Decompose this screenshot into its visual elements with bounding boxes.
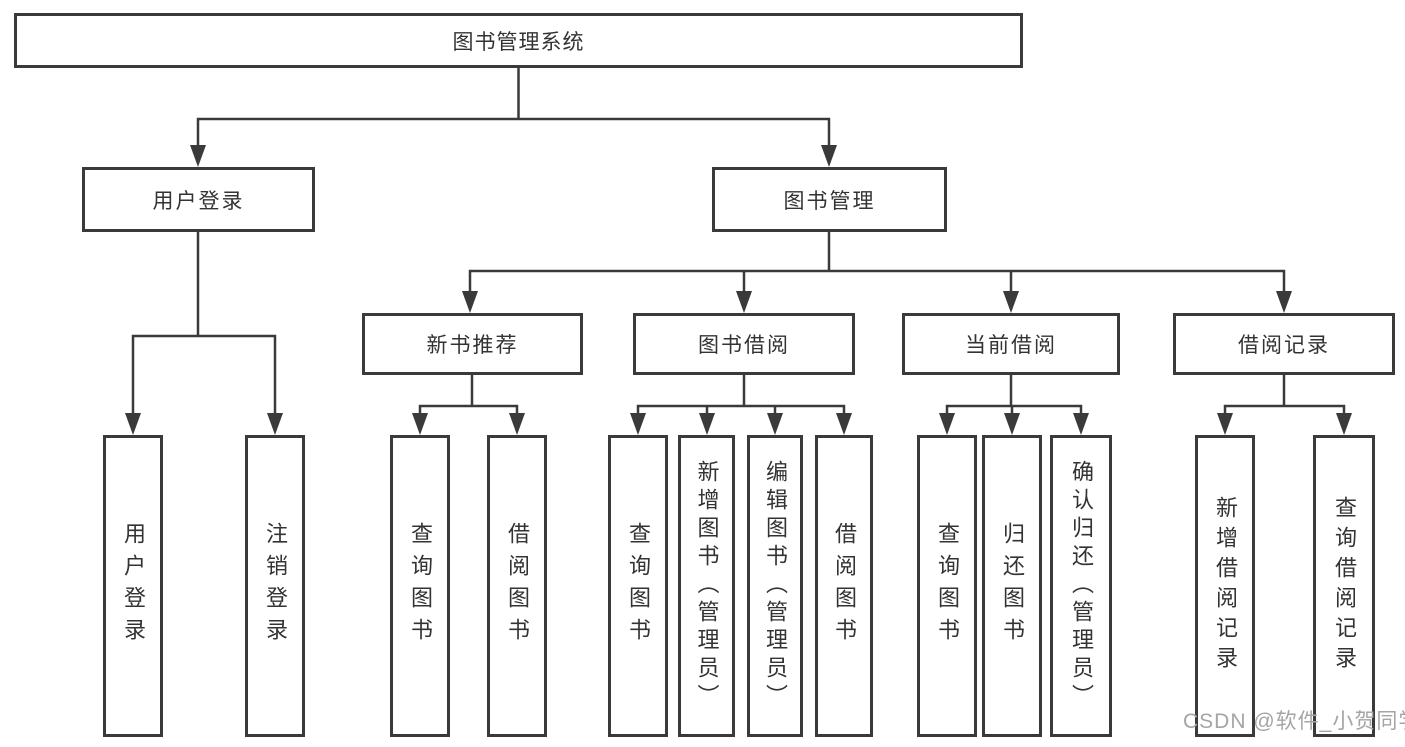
arrow-down-icon: [1336, 413, 1352, 435]
node-book-borrowing: 图书借阅: [633, 313, 855, 375]
leaf-user-login: 用户登录: [103, 435, 163, 737]
arrow-down-icon: [190, 145, 206, 167]
node-new-book-recommendation: 新书推荐: [362, 313, 583, 375]
leaf-return-books: 归还图书: [982, 435, 1042, 737]
leaf-borrow-books: 借阅图书: [815, 435, 873, 737]
arrow-down-icon: [1003, 291, 1019, 313]
arrow-down-icon: [939, 413, 955, 435]
arrow-down-icon: [1004, 413, 1020, 435]
leaf-query-books: 查询图书: [917, 435, 977, 737]
arrow-down-icon: [736, 291, 752, 313]
leaf-borrow-books: 借阅图书: [487, 435, 547, 737]
leaf-query-borrow-record: 查询借阅记录: [1313, 435, 1375, 737]
leaf-query-books: 查询图书: [390, 435, 450, 737]
leaf-add-book-admin: 新增图书（管理员）: [678, 435, 735, 737]
arrow-down-icon: [412, 413, 428, 435]
watermark: CSDN @软件_小贺同学: [1183, 710, 1405, 733]
leaf-confirm-return-admin: 确认归还（管理员）: [1050, 435, 1112, 737]
node-library-system: 图书管理系统: [14, 13, 1023, 68]
node-user-login: 用户登录: [82, 167, 315, 232]
arrow-down-icon: [462, 291, 478, 313]
arrow-down-icon: [1217, 413, 1233, 435]
node-book-management: 图书管理: [712, 167, 947, 232]
arrow-down-icon: [630, 413, 646, 435]
arrow-down-icon: [1276, 291, 1292, 313]
leaf-add-borrow-record: 新增借阅记录: [1195, 435, 1255, 737]
arrow-down-icon: [509, 413, 525, 435]
leaf-query-books: 查询图书: [608, 435, 668, 737]
arrow-down-icon: [836, 413, 852, 435]
arrow-down-icon: [267, 413, 283, 435]
node-current-borrowing: 当前借阅: [902, 313, 1120, 375]
arrow-down-icon: [125, 413, 141, 435]
node-borrowing-records: 借阅记录: [1173, 313, 1395, 375]
arrow-down-icon: [767, 413, 783, 435]
leaf-edit-book-admin: 编辑图书（管理员）: [747, 435, 803, 737]
arrow-down-icon: [699, 413, 715, 435]
leaf-logout: 注销登录: [245, 435, 305, 737]
arrow-down-icon: [821, 145, 837, 167]
arrow-down-icon: [1073, 413, 1089, 435]
